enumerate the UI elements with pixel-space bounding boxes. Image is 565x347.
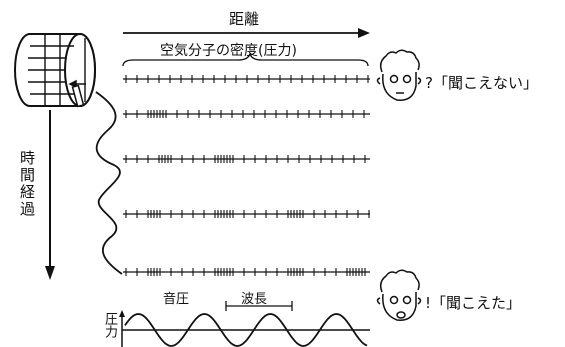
- distance-label: 距離: [229, 10, 260, 28]
- face-icon: [376, 269, 422, 321]
- drumstick-icon: [68, 79, 86, 108]
- arrow-down-icon: [45, 110, 55, 280]
- arrow-right-icon: [123, 28, 370, 38]
- molecule-rows: [123, 75, 370, 276]
- face-icon: [376, 49, 422, 101]
- density-label: 空気分子の密度(圧力): [160, 43, 297, 59]
- wavelength-label: 波長: [241, 292, 268, 307]
- sound-pressure-label: 音圧: [163, 292, 190, 307]
- pressure-axis-label: 圧力: [102, 312, 117, 338]
- can-hear-label: !「聞こえた」: [425, 294, 522, 312]
- wave-connector: [95, 91, 123, 275]
- drum-icon: [14, 33, 96, 107]
- time-label: 時間経過: [18, 150, 36, 218]
- brace: [122, 51, 369, 67]
- pressure-plot: [119, 301, 370, 347]
- cannot-hear-label: ?「聞こえない」: [425, 74, 538, 92]
